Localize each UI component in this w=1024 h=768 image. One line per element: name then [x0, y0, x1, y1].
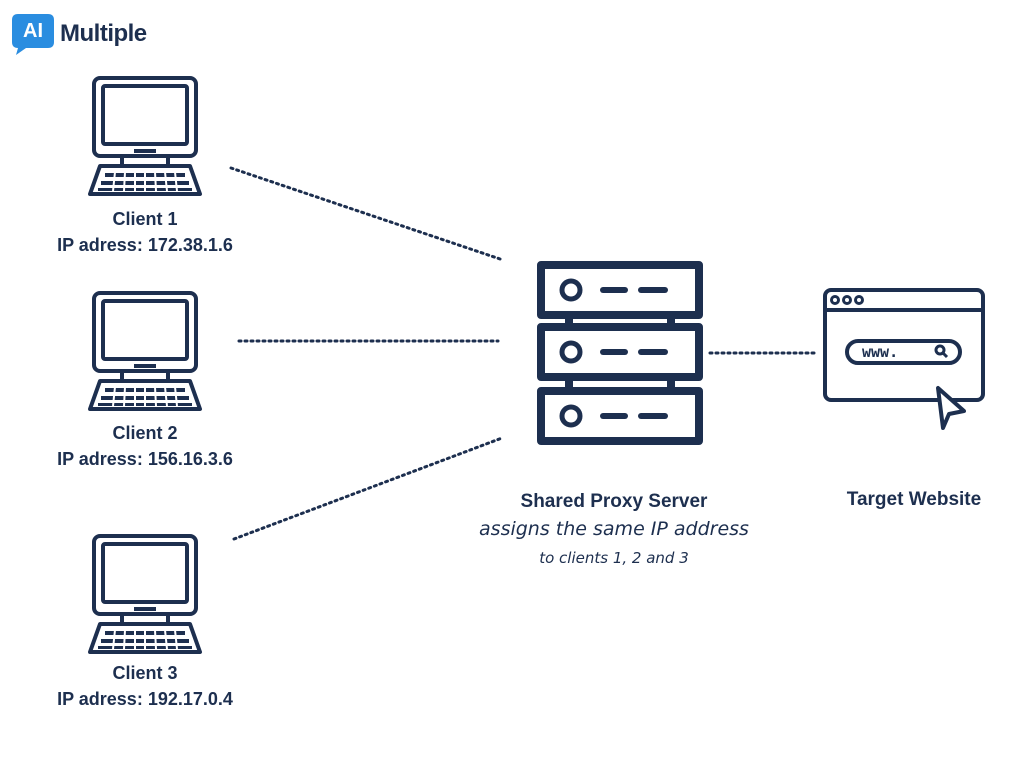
client-3-name: Client 3: [112, 663, 178, 683]
logo-mark: AI: [23, 19, 43, 42]
client-1-ip: IP adress: 172.38.1.6: [57, 235, 233, 255]
desktop-computer-icon: [88, 534, 202, 654]
client-2-name: Client 2: [112, 423, 178, 443]
logo-wordmark: Multiple: [60, 20, 147, 47]
line-client3-proxy: [232, 436, 504, 541]
line-client1-proxy: [229, 166, 505, 262]
client-1-name: Client 1: [112, 209, 178, 229]
desktop-computer-icon: [88, 76, 202, 196]
url-text: www.: [862, 343, 899, 361]
logo-badge: AI: [10, 12, 56, 56]
client-2-label: Client 2 IP adress: 156.16.3.6: [15, 420, 275, 472]
target-website-label: Target Website: [846, 489, 982, 510]
client-3-ip: IP adress: 192.17.0.4: [57, 689, 233, 709]
proxy-description-line2: to clients 1, 2 and 3: [539, 549, 689, 567]
browser-window-icon: www.: [822, 287, 988, 433]
proxy-name: Shared Proxy Server: [520, 491, 708, 512]
client-2-ip: IP adress: 156.16.3.6: [57, 449, 233, 469]
desktop-computer-icon: [88, 291, 202, 411]
server-rack-icon: [537, 261, 703, 445]
proxy-description-line1: assigns the same IP address: [479, 518, 749, 540]
client-3-label: Client 3 IP adress: 192.17.0.4: [15, 660, 275, 712]
aimultiple-logo: AI Multiple: [10, 12, 147, 56]
client-1-label: Client 1 IP adress: 172.38.1.6: [15, 206, 275, 258]
